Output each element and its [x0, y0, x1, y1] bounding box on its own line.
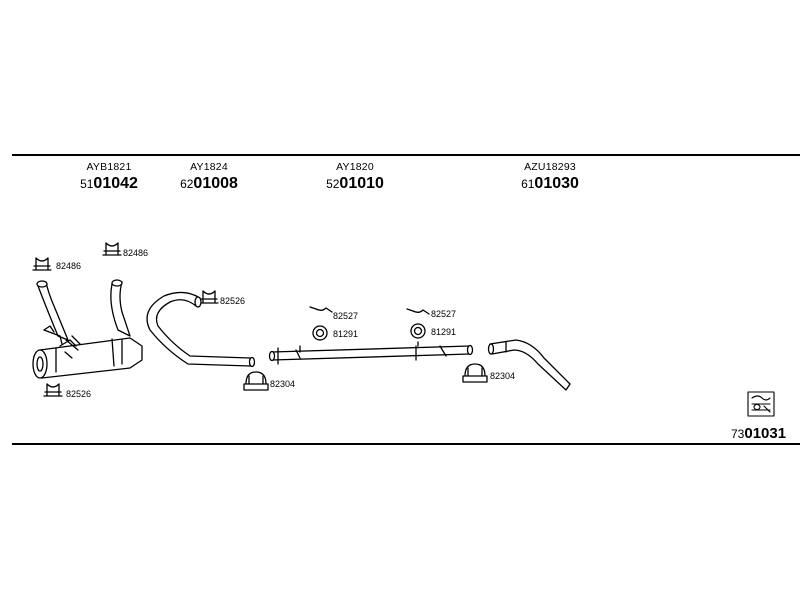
part-number: 6101030 — [521, 174, 579, 192]
part-number: 5201010 — [326, 174, 384, 192]
part-ref: AY1820 — [336, 161, 374, 173]
part-ref: AYB1821 — [86, 161, 132, 173]
clamp-icon-muffler-bottom — [43, 383, 63, 397]
kit-box-icon — [747, 391, 775, 417]
label-ring-right: 81291 — [431, 327, 457, 337]
u-clamp-icon-left — [243, 371, 269, 391]
hanger-icon-right — [406, 308, 430, 315]
label-clamp-left-top: 82486 — [56, 261, 82, 271]
tail-pipe — [487, 339, 571, 391]
label-hanger-right: 82527 — [431, 309, 457, 319]
header-part-3: AY1820 5201010 — [290, 162, 420, 192]
footer-part-number: 7301031 — [731, 425, 787, 442]
clamp-icon-bend-pipe — [199, 290, 219, 304]
label-clamp-mid-top: 82486 — [123, 248, 149, 258]
ring-icon-right — [410, 323, 426, 339]
label-clamp-muffler-bottom: 82526 — [66, 389, 92, 399]
centre-pipe — [268, 341, 474, 365]
label-clamp-bend-pipe: 82526 — [220, 296, 246, 306]
label-ring-left: 81291 — [333, 329, 359, 339]
clamp-icon-mid-top — [102, 242, 122, 256]
part-number: 6201008 — [180, 174, 238, 192]
bent-pipe — [146, 291, 256, 368]
front-muffler — [32, 279, 143, 379]
label-uclamp-left: 82304 — [270, 379, 296, 389]
label-hanger-left: 82527 — [333, 311, 359, 321]
label-uclamp-right: 82304 — [490, 371, 516, 381]
hanger-icon-left — [309, 306, 333, 313]
part-number: 5101042 — [80, 174, 138, 192]
u-clamp-icon-right — [462, 363, 488, 383]
bottom-rule — [12, 443, 800, 445]
top-rule — [12, 154, 800, 156]
part-ref: AY1824 — [190, 161, 228, 173]
header-part-1: AYB1821 5101042 — [44, 162, 174, 192]
header-part-2: AY1824 6201008 — [144, 162, 274, 192]
header-part-4: AZU18293 6101030 — [485, 162, 615, 192]
part-ref: AZU18293 — [524, 161, 576, 173]
clamp-icon-left-top — [32, 257, 52, 271]
ring-icon-left — [312, 325, 328, 341]
